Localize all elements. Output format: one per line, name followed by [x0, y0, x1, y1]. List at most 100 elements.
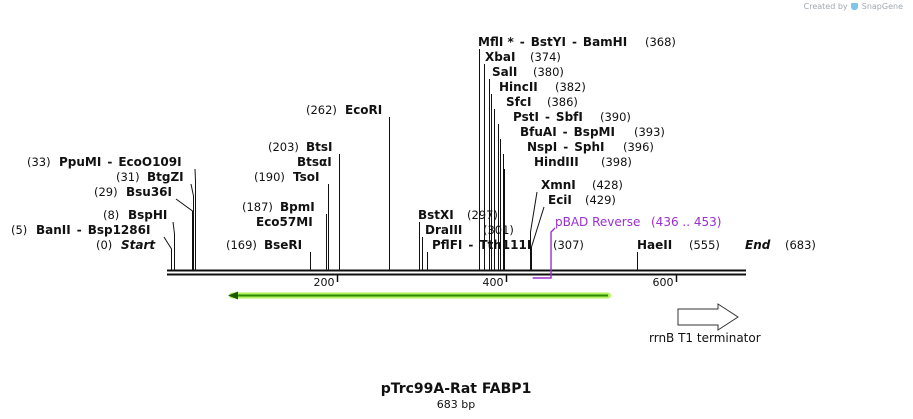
site-position-hincii: (382) [555, 80, 586, 94]
site-position-tsoi: (190) [254, 170, 285, 184]
enzyme-name-psti-0[interactable]: PstI [513, 110, 539, 124]
enzyme-labels: (5)BanII-Bsp1286I(8)BspHI(29)Bsu36I(31)B… [11, 35, 720, 252]
enzyme-name-psti-1[interactable]: - [545, 110, 550, 124]
site-position-bpmi: (187) [242, 200, 273, 214]
site-position-mfli: (368) [645, 35, 676, 49]
terminator-arrow-icon [677, 303, 739, 331]
enzyme-name-eco57mi-0[interactable]: Eco57MI [256, 215, 313, 229]
site-position-sfci: (386) [547, 95, 578, 109]
enzyme-name-pflfi-1[interactable]: - [468, 238, 473, 252]
primer-label: pBAD Reverse [555, 215, 640, 229]
cut-line-btgzi [190, 183, 194, 270]
site-position-xmni: (428) [592, 178, 623, 192]
primer-range: (436 .. 453) [651, 215, 721, 229]
site-position-sali: (380) [533, 65, 564, 79]
site-position-ecii: (429) [585, 193, 616, 207]
terminator-label: rrnB T1 terminator [649, 331, 761, 345]
enzyme-name-banii-2[interactable]: Bsp1286I [88, 223, 151, 237]
enzyme-name-banii-0[interactable]: BanII [36, 223, 71, 237]
site-position-btgzi: (31) [116, 170, 140, 184]
site-position-ecori: (262) [306, 103, 337, 117]
enzyme-name-bpmi-0[interactable]: BpmI [280, 200, 315, 214]
site-position-banii: (5) [11, 223, 27, 237]
enzyme-name-bsphi-0[interactable]: BspHI [128, 208, 167, 222]
enzyme-name-bsu36i-0[interactable]: Bsu36I [126, 185, 172, 199]
enzyme-name-mfli-4[interactable]: BamHI [583, 35, 627, 49]
site-position-tth111i: (307) [553, 238, 584, 252]
enzyme-name-btsi-0[interactable]: BtsI [306, 140, 333, 154]
cut-line-banii [163, 236, 172, 270]
enzyme-name-ppumi-1[interactable]: - [107, 155, 112, 169]
enzyme-name-banii-1[interactable]: - [77, 223, 82, 237]
enzyme-name-nspi-0[interactable]: NspI [527, 140, 557, 154]
credit-text: Created by [803, 2, 848, 11]
pbad-reverse-primer[interactable] [532, 227, 556, 279]
start-position: (0) [96, 238, 112, 252]
enzyme-name-pflfi-2[interactable]: Tth111I [479, 238, 531, 252]
enzyme-name-nspi-1[interactable]: - [563, 140, 568, 154]
enzyme-name-btsai-0[interactable]: BtsαI [297, 155, 332, 169]
site-position-nspi: (396) [623, 140, 654, 154]
site-position-ppumi: (33) [27, 155, 51, 169]
enzyme-name-hindiii-0[interactable]: HindIII [534, 155, 579, 169]
enzyme-name-ppumi-0[interactable]: PpuMI [59, 155, 101, 169]
enzyme-name-mfli-0[interactable]: MflI * [478, 35, 514, 49]
snapgene-credit: Created by SnapGene [804, 2, 903, 11]
site-position-bsphi: (8) [103, 208, 119, 222]
enzyme-name-ppumi-2[interactable]: EcoO109I [118, 155, 181, 169]
cut-site-lines [163, 49, 638, 270]
end-position: (683) [785, 238, 816, 252]
enzyme-name-xbai-0[interactable]: XbaI [485, 50, 515, 64]
enzyme-name-bfuai-1[interactable]: - [563, 125, 568, 139]
snapgene-logo-icon [851, 3, 859, 10]
enzyme-name-sali-0[interactable]: SalI [492, 65, 517, 79]
enzyme-name-hincii-0[interactable]: HincII [499, 80, 538, 94]
enzyme-name-ecii-0[interactable]: EciI [548, 193, 572, 207]
ruler-tick-label-400: 400 [483, 276, 504, 289]
site-position-hindiii: (398) [601, 155, 632, 169]
enzyme-name-ecori-0[interactable]: EcoRI [345, 103, 382, 117]
enzyme-name-draiii-0[interactable]: DraIII [425, 223, 462, 237]
map-title: pTrc99A-Rat FABP1 [381, 381, 532, 397]
enzyme-name-mfli-1[interactable]: - [520, 35, 525, 49]
enzyme-name-bstxi-0[interactable]: BstXI [418, 208, 454, 222]
credit-brand: SnapGene [861, 2, 903, 11]
enzyme-name-pflfi-0[interactable]: PflFI [432, 238, 462, 252]
site-position-bstxi: (297) [467, 208, 498, 222]
enzyme-name-bfuai-0[interactable]: BfuAI [520, 125, 557, 139]
site-position-bfuai: (393) [634, 125, 665, 139]
cut-line-ppumi [194, 168, 196, 270]
cut-line-ecii [531, 206, 545, 270]
site-position-xbai: (374) [530, 50, 561, 64]
ruler-tick-label-600: 600 [653, 276, 674, 289]
enzyme-name-nspi-2[interactable]: SphI [574, 140, 604, 154]
end-label: End [745, 238, 771, 252]
enzyme-name-tsoi-0[interactable]: TsoI [293, 170, 319, 184]
site-position-haeii: (555) [689, 238, 720, 252]
rrnb-t1-terminator[interactable]: rrnB T1 terminator [649, 303, 761, 345]
ruler-tick-label-200: 200 [314, 276, 335, 289]
enzyme-name-haeii-0[interactable]: HaeII [637, 238, 672, 252]
arrow-head-left-icon [228, 291, 238, 300]
enzyme-name-bfuai-2[interactable]: BspMI [574, 125, 615, 139]
insert-arrow[interactable] [228, 291, 611, 300]
site-position-draiii: (301) [483, 223, 514, 237]
site-position-bsu36i: (29) [94, 185, 118, 199]
cut-line-bsphi [172, 221, 175, 270]
map-length: 683 bp [437, 398, 475, 411]
enzyme-name-psti-2[interactable]: SbfI [556, 110, 583, 124]
site-position-bseri: (169) [226, 238, 257, 252]
enzyme-name-bseri-0[interactable]: BseRI [264, 238, 302, 252]
cut-line-xmni [530, 191, 538, 270]
ruler-ticks: 200 400 600 [314, 275, 678, 289]
enzyme-name-sfci-0[interactable]: SfcI [506, 95, 531, 109]
enzyme-name-mfli-3[interactable]: - [572, 35, 577, 49]
enzyme-name-mfli-2[interactable]: BstYI [531, 35, 566, 49]
start-label: Start [121, 238, 156, 252]
enzyme-name-xmni-0[interactable]: XmnI [541, 178, 576, 192]
enzyme-name-btgzi-0[interactable]: BtgZI [147, 170, 184, 184]
cut-line-bsu36i [175, 198, 193, 270]
site-position-btsi: (203) [268, 140, 299, 154]
site-position-psti: (390) [600, 110, 631, 124]
